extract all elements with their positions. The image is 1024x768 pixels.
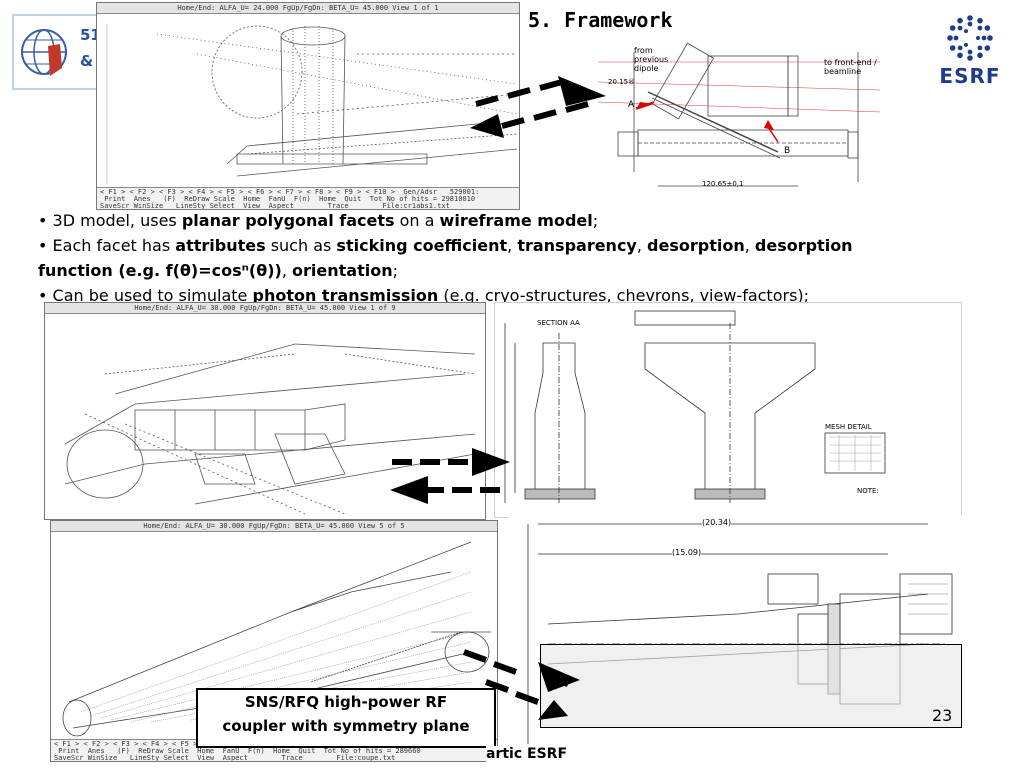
bullet-text: , [281, 261, 293, 280]
esrf-logo-dot [964, 29, 968, 34]
esrf-logo-dot [977, 52, 983, 59]
bullet-text: ; [592, 211, 599, 230]
esrf-logo-dot [987, 35, 993, 41]
bullet-text: , [507, 236, 518, 255]
bullet-keyword: desorption [754, 236, 853, 255]
cad-window-top: Home/End: ALFA_U= 24.000 FgUp/FgDn: BETA… [96, 2, 520, 210]
label-notes: NOTE: [857, 487, 879, 495]
caption-line-2: coupler with symmetry plane [222, 717, 470, 735]
esrf-logo-dot [953, 35, 959, 41]
bullet-text: such as [265, 236, 337, 255]
esrf-logo-dot [957, 25, 963, 31]
logo-text-bottom: & [80, 52, 94, 70]
footer-text: artic ESRF [486, 746, 956, 768]
bullet-keyword: planar polygonal facets [181, 211, 395, 230]
esrf-logo-dot [947, 35, 953, 41]
bullet-text: • Each facet has [38, 236, 176, 255]
bullet-keyword: wireframe model [439, 211, 593, 230]
esrf-logo-dot [977, 17, 983, 24]
label-b: B [784, 146, 791, 156]
dashed-double-arrow-bottom [462, 649, 580, 720]
bullet-keyword: orientation [292, 261, 393, 280]
esrf-logo-dot [984, 45, 991, 51]
esrf-logo-dot [957, 45, 963, 51]
esrf-logo-dot [957, 52, 963, 59]
bullet-3: • Can be used to simulate photon transmi… [38, 283, 998, 308]
page-number: 23 [932, 706, 953, 725]
esrf-logo-dot [981, 35, 987, 41]
caption-line-1: SNS/RFQ high-power RF [244, 693, 448, 711]
logo-text-top: 51 [80, 26, 101, 44]
dashed-double-arrow-top [470, 76, 606, 138]
esrf-logo-text: ESRF [939, 64, 1001, 88]
bullet-keyword: transparency [517, 236, 637, 255]
label-mesh-detail: MESH DETAIL [825, 423, 872, 431]
esrf-logo-dot [984, 25, 991, 31]
esrf-logo-dot [949, 45, 956, 51]
globe-logo-icon [21, 29, 67, 76]
esrf-logo-dot [964, 42, 968, 47]
slide-title: 5. Framework [528, 8, 673, 32]
bullet-1: • 3D model, uses planar polygonal facets… [38, 208, 998, 233]
esrf-logo-dot [977, 25, 983, 31]
cad-window-title: Home/End: ALFA_U= 30.000 FgUp/FgDn: BETA… [51, 521, 497, 532]
bullet-text: , [744, 236, 755, 255]
bullet-text: (e.g. cryo-structures, chevrons, view-fa… [438, 286, 810, 305]
esrf-logo-dot [957, 17, 963, 24]
dimension-top: 20.15® [608, 78, 636, 86]
esrf-logo-dot [967, 55, 973, 61]
esrf-logo-dot [949, 25, 956, 31]
bullet-list: • 3D model, uses planar polygonal facets… [38, 208, 998, 308]
bullet-text: • 3D model, uses [38, 211, 182, 230]
dimension-15: (15.09) [672, 548, 702, 557]
cad-window-title: Home/End: ALFA_U= 24.000 FgUp/FgDn: BETA… [97, 3, 519, 14]
cad-function-key-bar: < F1 > < F2 > < F3 > < F4 > < F5 > < F6 … [97, 187, 519, 209]
esrf-logo-dot [967, 15, 973, 21]
esrf-dots-logo-icon [947, 15, 993, 61]
absorber-drawing-svg [597, 42, 881, 187]
dimension-20: (20.34) [702, 518, 732, 527]
label-from-previous-dipole: from previous dipole [634, 46, 669, 73]
section-technical-drawing: SECTION AA MESH DETAIL NOTE: [494, 302, 962, 518]
esrf-logo-dot [967, 21, 973, 27]
esrf-logo-dot [967, 49, 973, 55]
section-drawing-svg [504, 310, 886, 503]
bullet-2: • Each facet has attributes such as stic… [38, 233, 998, 258]
coupler-detail-frame [540, 644, 962, 728]
dashed-double-arrow-middle [390, 448, 510, 504]
bullet-keyword: desorption [647, 236, 745, 255]
institute-logo: 51 & [12, 14, 101, 90]
label-to-front-end: to front-end / beamline [824, 58, 877, 76]
bullet-2-continued: function (e.g. f(θ)=cosⁿ(θ)), orientatio… [38, 258, 998, 283]
bullet-text: • Can be used to simulate [38, 286, 253, 305]
bullet-keyword: attributes [175, 236, 266, 255]
dimension-bottom: 120.65±0,1 [702, 180, 744, 188]
label-a: A [628, 100, 635, 110]
absorber-technical-drawing: from previous dipole to front-end / beam… [597, 32, 881, 196]
bullet-keyword: function (e.g. f(θ)=cosⁿ(θ)) [38, 261, 282, 280]
figure-caption: SNS/RFQ high-power RF coupler with symme… [196, 688, 496, 748]
esrf-logo-dot [977, 45, 983, 51]
bullet-text: , [636, 236, 648, 255]
bullet-text: ; [392, 261, 398, 280]
wireframe-dipole-chamber [106, 24, 518, 184]
esrf-logo: ESRF [928, 12, 1012, 88]
label-section-aa: SECTION AA [537, 319, 580, 327]
esrf-logo-dot [976, 36, 980, 40]
bullet-keyword: sticking coefficient [336, 236, 508, 255]
cad-window-title: Home/End: ALFA_U= 30.000 FgUp/FgDn: BETA… [45, 303, 485, 314]
bullet-text: on a [394, 211, 440, 230]
bullet-keyword: photon transmission [252, 286, 439, 305]
